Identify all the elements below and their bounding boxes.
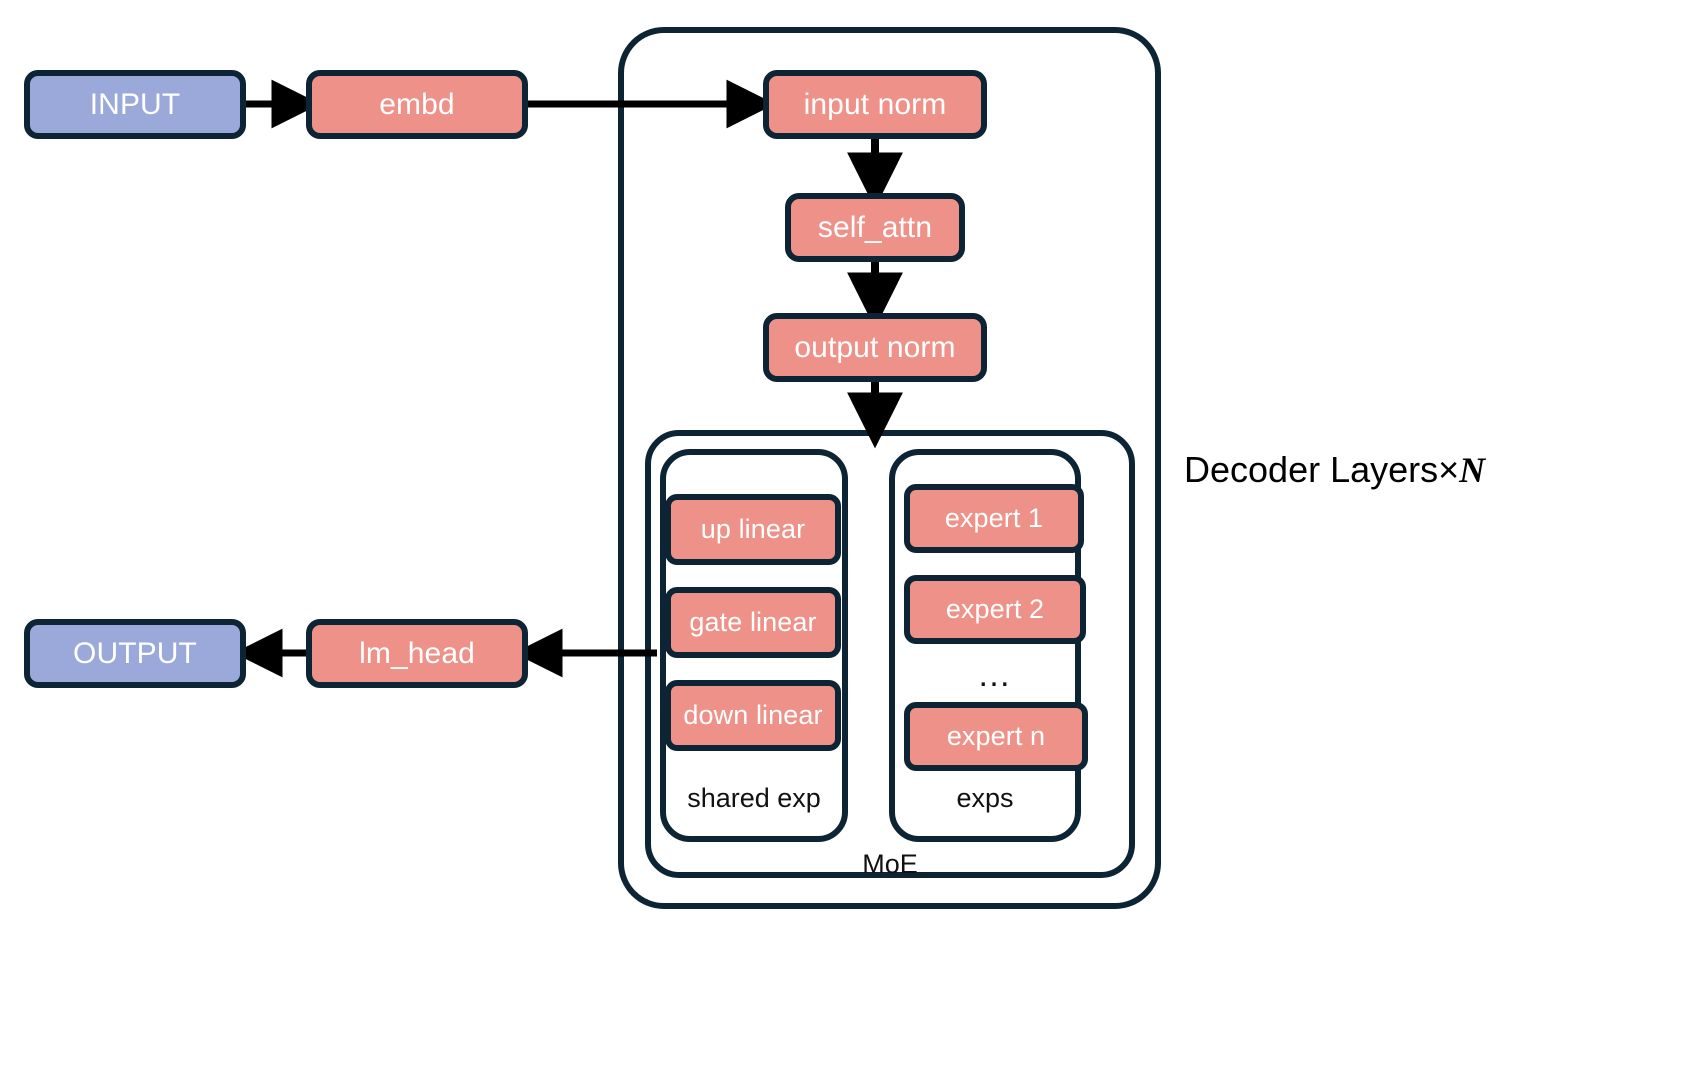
node-expert-n-label: expert n [946, 721, 1046, 751]
experts-ellipsis-label: … [977, 656, 1014, 694]
node-expert-2[interactable]: expert 2 [904, 575, 1086, 644]
node-input-label: INPUT [89, 87, 181, 121]
decoder-layers-text: Decoder Layers× [1184, 449, 1460, 490]
node-gate-linear[interactable]: gate linear [665, 587, 841, 658]
node-lm-head[interactable]: lm_head [306, 619, 528, 688]
experts-caption: exps [889, 785, 1081, 812]
node-lm-head-label: lm_head [359, 636, 475, 670]
node-expert-2-label: expert 2 [945, 594, 1045, 624]
node-input-norm-label: input norm [803, 87, 947, 121]
experts-caption-label: exps [956, 783, 1014, 813]
node-output-label: OUTPUT [73, 636, 197, 670]
node-expert-n[interactable]: expert n [904, 702, 1088, 771]
experts-ellipsis-icon: … [977, 658, 1014, 692]
decoder-layers-label: Decoder Layers×N [1184, 449, 1486, 490]
node-input[interactable]: INPUT [24, 70, 246, 139]
moe-caption: MoE [645, 851, 1135, 878]
node-down-linear-label: down linear [683, 700, 823, 730]
node-up-linear[interactable]: up linear [665, 494, 841, 565]
node-expert-1[interactable]: expert 1 [904, 484, 1084, 553]
decoder-layers-count-variable: N [1459, 450, 1486, 490]
node-output-norm[interactable]: output norm [763, 313, 987, 382]
node-embd-label: embd [379, 87, 455, 121]
node-input-norm[interactable]: input norm [763, 70, 987, 139]
shared-expert-caption: shared exp [660, 785, 848, 812]
node-self-attn-label: self_attn [817, 210, 933, 244]
node-up-linear-label: up linear [700, 514, 806, 544]
node-output-norm-label: output norm [794, 330, 956, 364]
node-embd[interactable]: embd [306, 70, 528, 139]
node-down-linear[interactable]: down linear [665, 680, 841, 751]
node-output[interactable]: OUTPUT [24, 619, 246, 688]
node-expert-1-label: expert 1 [944, 503, 1044, 533]
node-gate-linear-label: gate linear [689, 607, 817, 637]
moe-caption-label: MoE [862, 849, 918, 879]
node-self-attn[interactable]: self_attn [785, 193, 965, 262]
shared-expert-caption-label: shared exp [687, 783, 821, 813]
